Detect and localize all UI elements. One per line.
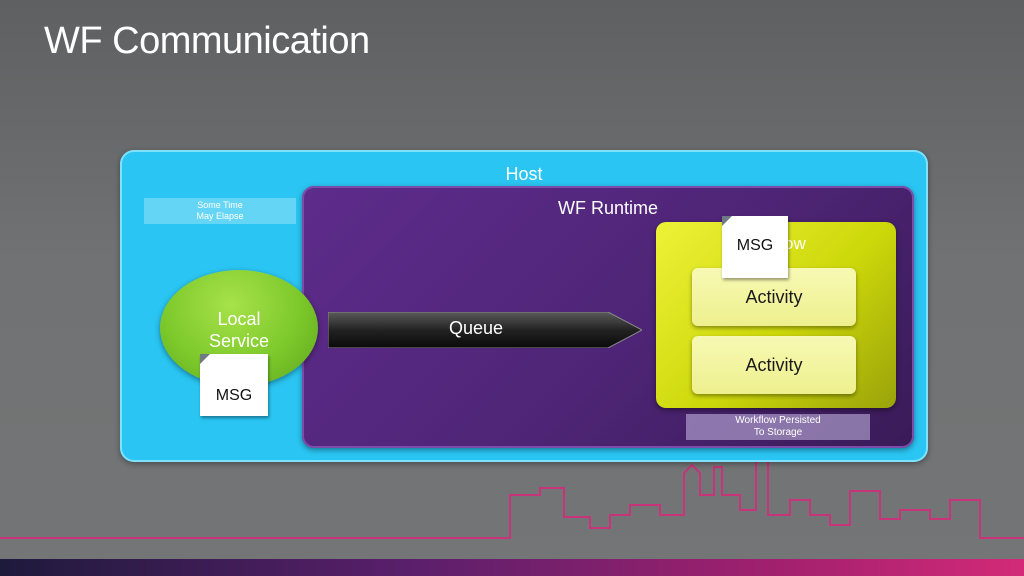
wf-runtime-label: WF Runtime xyxy=(557,198,658,218)
workflow-container: ow Activity Activity xyxy=(656,222,896,408)
page-fold-icon xyxy=(200,354,210,364)
workflow-label: ow xyxy=(784,234,806,253)
persist-note-line-2: To Storage xyxy=(753,427,803,438)
local-service-line-2: Service xyxy=(208,331,270,351)
persist-note: Workflow Persisted To Storage xyxy=(686,414,870,440)
message-label: MSG xyxy=(215,387,253,404)
page-fold-icon xyxy=(722,216,732,226)
time-note-line-2: May Elapse xyxy=(196,211,244,221)
host-label: Host xyxy=(505,164,543,184)
time-note-line-1: Some Time xyxy=(197,200,243,210)
host-container: Host Some Time May Elapse WF Runtime ow … xyxy=(120,150,928,462)
queue-label: Queue xyxy=(448,318,504,338)
slide-title: WF Communication xyxy=(44,20,370,62)
activity-box-2: Activity xyxy=(692,336,856,394)
wf-runtime-container: WF Runtime ow Activity Activity Workflow… xyxy=(302,186,914,448)
persist-note-line-1: Workflow Persisted xyxy=(735,415,821,426)
activity-box-1: Activity xyxy=(692,268,856,326)
queue-arrow xyxy=(328,312,642,348)
local-service-line-1: Local xyxy=(217,309,261,329)
skyline-outline xyxy=(0,455,1024,539)
message-label: MSG xyxy=(736,237,774,254)
time-elapse-note: Some Time May Elapse xyxy=(144,198,296,224)
bottom-bar xyxy=(0,559,1024,576)
message-card-workflow: MSG xyxy=(722,216,788,278)
message-card-local: MSG xyxy=(200,354,268,416)
local-service-label: Local Service xyxy=(160,308,318,352)
